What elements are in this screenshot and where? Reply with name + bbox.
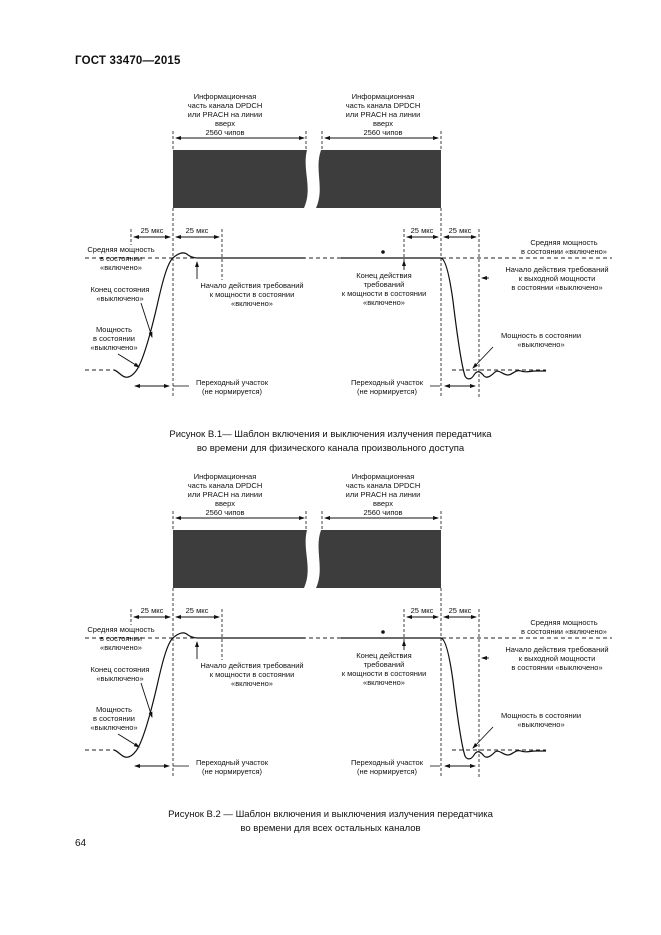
info-part-line: часть канала DPDCH [187,481,263,490]
info-part-line: Информационная [193,472,257,481]
info-part-line: или PRACH на линии [187,490,263,499]
leader-off-power-left [117,353,140,368]
info-part-line: часть канала DPDCH [345,481,421,490]
chips-count-label: 2560 чипов [205,128,245,137]
info-part-line: Информационная [193,92,257,101]
transient-25us-label: 25 мкс [448,226,472,235]
info-part-label-right: Информационная часть канала DPDCH или PR… [316,472,450,517]
chips-count-label: 2560 чипов [205,508,245,517]
leader-off-power-left [117,733,140,748]
document-header: ГОСТ 33470—2015 [75,55,181,67]
off-power-label-right: Мощность в состоянии «выключено» [500,331,582,349]
info-part-line: Информационная [351,472,415,481]
figure-b1-diagram: Информационная часть канала DPDCH или PR… [0,88,661,408]
leader-off-power-right [472,346,494,369]
info-part-line: или PRACH на линии [345,490,421,499]
leader-off-power-right [472,726,494,749]
tx-on-off-mask-diagram [85,511,612,778]
info-part-line: часть канала DPDCH [345,101,421,110]
transient-25us-label: 25 мкс [410,606,434,615]
off-req-start-label: Начало действия требований к выходной мо… [505,645,609,672]
info-part-label-left: Информационная часть канала DPDCH или PR… [158,92,292,137]
avg-on-power-label-left: Средняя мощность в состоянии «включено» [87,625,155,652]
power-curve-fall [341,637,546,760]
level-line-marker-dot [381,250,385,254]
end-off-state-label: Конец состояния «выключено» [90,665,150,683]
figure-caption: Рисунок В.1— Шаблон включения и выключен… [169,429,492,454]
info-part-line: вверх [215,499,235,508]
chips-count-label: 2560 чипов [363,508,403,517]
transient-25us-label: 25 мкс [448,606,472,615]
avg-on-power-label-right: Средняя мощность в состоянии «включено» [521,618,607,636]
avg-on-power-label-left: Средняя мощность в состоянии «включено» [87,245,155,272]
info-part-line: вверх [373,119,393,128]
info-bar-left [173,150,308,208]
transient-25us-label: 25 мкс [185,226,209,235]
leader-end-off-state [140,682,153,718]
leader-end-off-state [140,302,153,338]
page-number: 64 [75,838,87,849]
info-part-line: или PRACH на линии [345,110,421,119]
transient-25us-label: 25 мкс [410,226,434,235]
info-part-label-right: Информационная часть канала DPDCH или PR… [316,92,450,137]
transient-25us-label: 25 мкс [140,226,164,235]
figure-caption: Рисунок В.2 — Шаблон включения и выключе… [168,809,493,834]
info-part-line: или PRACH на линии [187,110,263,119]
off-power-label-left: Мощность в состоянии «выключено» [90,705,138,732]
power-curve-rise [113,252,305,378]
transition-label-right: Переходный участок (не нормируется) [351,378,423,396]
avg-on-power-label-right: Средняя мощность в состоянии «включено» [521,238,607,256]
info-part-line: вверх [215,119,235,128]
power-curve-rise [113,632,305,758]
info-bar-right [316,150,441,208]
transition-label-left: Переходный участок (не нормируется) [196,758,268,776]
on-req-end-label: Конец действия требований к мощности в с… [341,651,427,687]
info-part-label-left: Информационная часть канала DPDCH или PR… [158,472,292,517]
on-req-start-label: Начало действия требований к мощности в … [200,281,304,308]
figure-b2-diagram: Информационная часть канала DPDCH или PR… [0,468,661,788]
power-curve-fall [341,257,546,380]
transient-25us-label: 25 мкс [140,606,164,615]
transition-label-right: Переходный участок (не нормируется) [351,758,423,776]
off-power-label-left: Мощность в состоянии «выключено» [90,325,138,352]
tx-on-off-mask-diagram [85,131,612,398]
transition-label-left: Переходный участок (не нормируется) [196,378,268,396]
info-part-line: часть канала DPDCH [187,101,263,110]
on-req-end-label: Конец действия требований к мощности в с… [341,271,427,307]
transient-25us-label: 25 мкс [185,606,209,615]
off-req-start-label: Начало действия требований к выходной мо… [505,265,609,292]
info-bar-left [173,530,308,588]
info-part-line: вверх [373,499,393,508]
chips-count-label: 2560 чипов [363,128,403,137]
figure-b1: Информационная часть канала DPDCH или PR… [0,88,661,456]
off-power-label-right: Мощность в состоянии «выключено» [500,711,582,729]
end-off-state-label: Конец состояния «выключено» [90,285,150,303]
level-line-marker-dot [381,630,385,634]
info-bar-right [316,530,441,588]
figure-b2: Информационная часть канала DPDCH или PR… [0,468,661,836]
on-req-start-label: Начало действия требований к мощности в … [200,661,304,688]
info-part-line: Информационная [351,92,415,101]
